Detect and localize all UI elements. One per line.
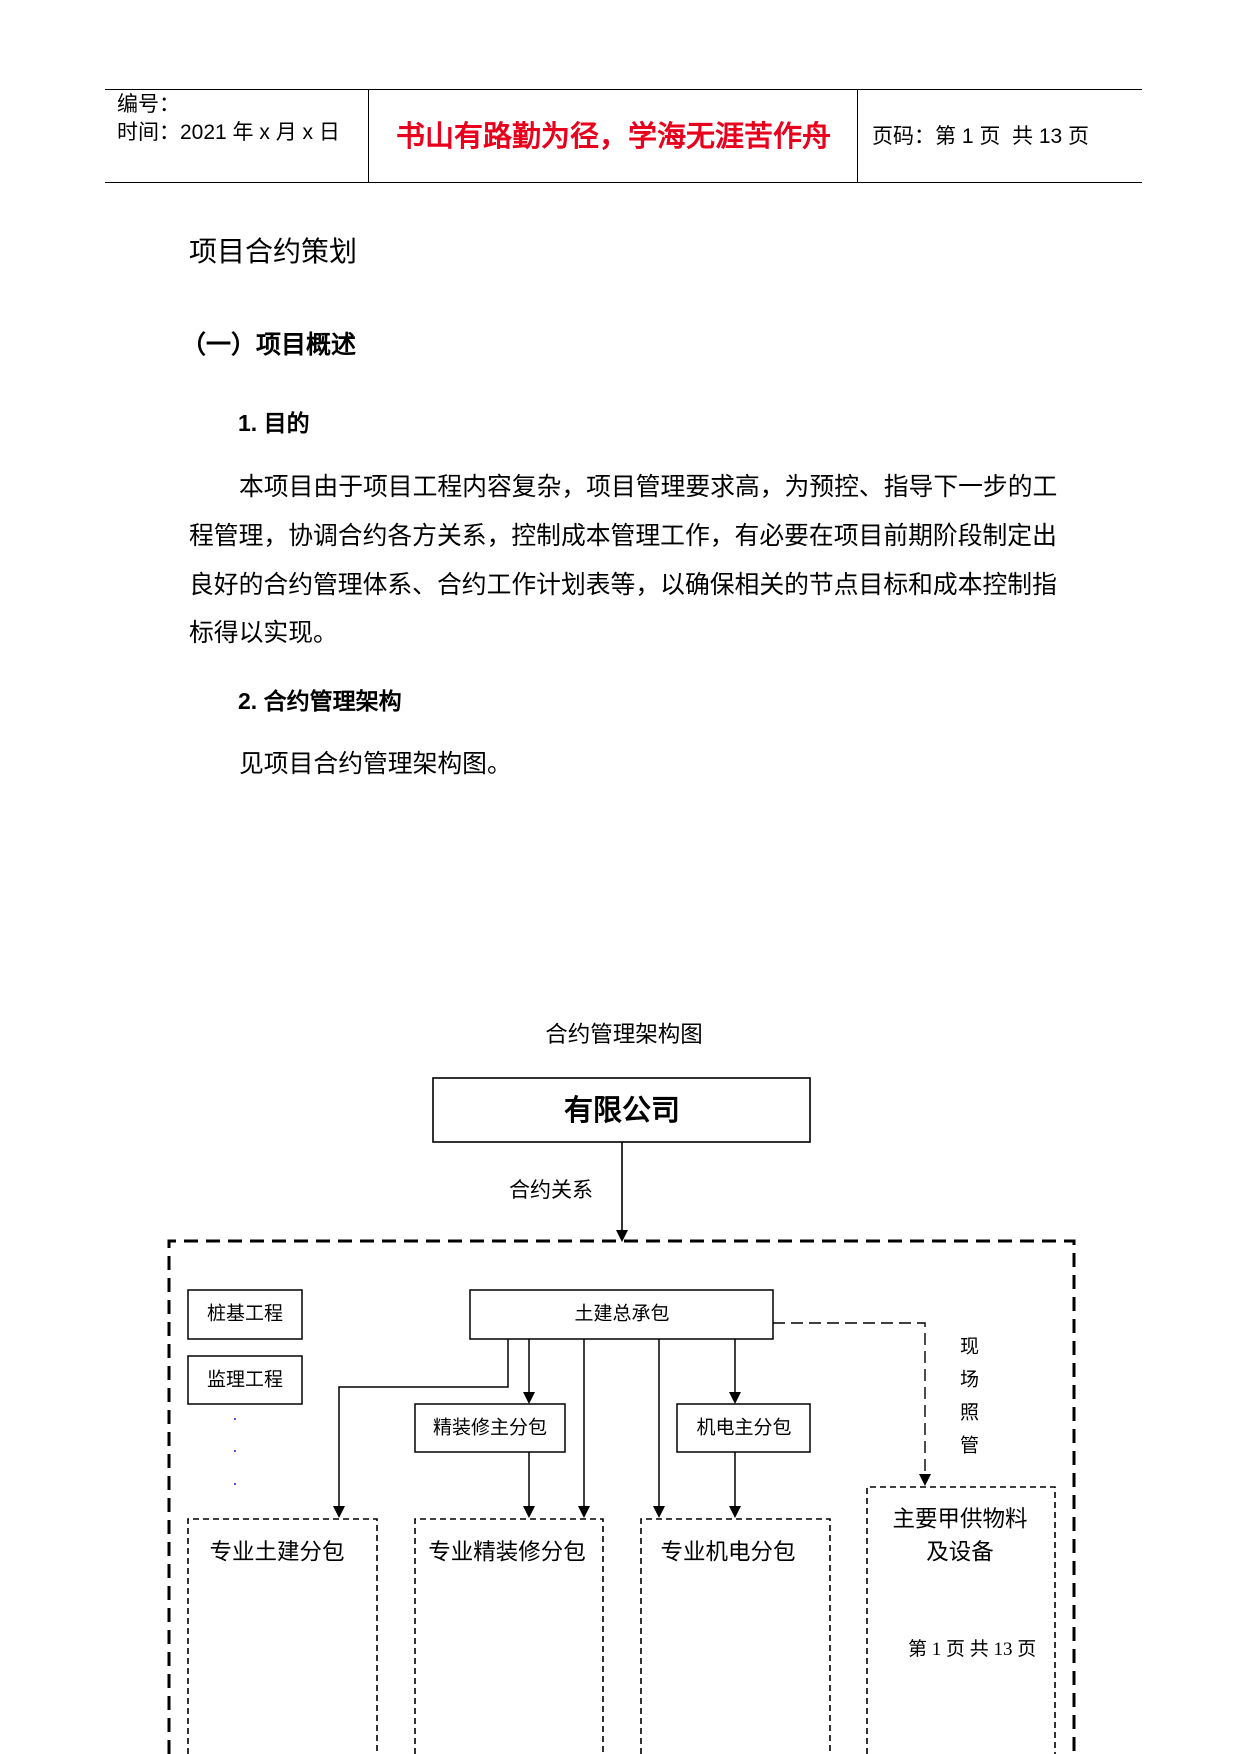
owner-supplied-label-line: 及设备 <box>926 1540 994 1565</box>
serial-number-label: 编号： <box>117 93 180 116</box>
footer-page-number: 第 1 页 共 13 页 <box>908 1639 1037 1660</box>
owner-supplied-label-line: 主要甲供物料 <box>892 1507 1027 1532</box>
contract-relation-label: 合约关系 <box>509 1178 593 1202</box>
ellipsis-dot: . <box>233 1437 237 1456</box>
paragraph-line: 本项目由于项目工程内容复杂，项目管理要求高，为预控、指导下一步的工 <box>239 474 1058 501</box>
arrowhead <box>616 1230 628 1242</box>
item-1-heading: 1. 目的 <box>238 410 310 436</box>
arrowhead <box>919 1474 931 1486</box>
general-contractor-box <box>469 1289 774 1340</box>
mep-main-box <box>676 1403 811 1453</box>
decoration-subcontract-label: 专业精装修分包 <box>428 1540 586 1565</box>
mep-main-label: 机电主分包 <box>696 1417 791 1439</box>
owner-supplied-box <box>866 1486 1056 1754</box>
paragraph-line: 程管理，协调合约各方关系，控制成本管理工作，有必要在项目前期阶段制定出 <box>189 523 1057 550</box>
project-boundary-dashed <box>167 1239 1076 1754</box>
document-title: 项目合约策划 <box>189 236 358 267</box>
header-page-info: 页码：第 1 页 共 13 页 <box>872 125 1090 148</box>
arrowhead <box>333 1506 345 1518</box>
date-line: 时间：2021 年 x 月 x 日 <box>117 121 340 144</box>
motto-text: 书山有路勤为径，学海无涯苦作舟 <box>395 121 831 153</box>
ellipsis-dot: . <box>233 1470 237 1489</box>
diagram-title: 合约管理架构图 <box>545 1022 703 1047</box>
decoration-main-box <box>414 1403 566 1453</box>
header-bottom-rule <box>105 182 1142 183</box>
arrowhead <box>523 1506 535 1518</box>
arrowhead <box>523 1392 535 1404</box>
pile-foundation-label: 桩基工程 <box>207 1303 283 1325</box>
section-heading: （一）项目概述 <box>181 331 357 359</box>
general-contractor-label: 土建总承包 <box>574 1303 669 1325</box>
header-divider-right <box>857 90 858 183</box>
civil-subcontract-label: 专业土建分包 <box>209 1540 344 1565</box>
supervision-box <box>187 1355 303 1405</box>
header-divider-left <box>368 90 369 183</box>
ellipsis-dot: . <box>233 1405 237 1424</box>
mep-subcontract-label: 专业机电分包 <box>660 1540 795 1565</box>
item-2-heading: 2. 合约管理架构 <box>238 688 402 714</box>
connector-to-civil-subcontract <box>338 1339 509 1507</box>
header-top-rule <box>105 89 1142 90</box>
item-2-text: 见项目合约管理架构图。 <box>239 751 512 778</box>
paragraph-line: 标得以实现。 <box>189 620 338 647</box>
site-care-vertical-label: 现场照管 <box>957 1336 978 1468</box>
arrowhead <box>729 1392 741 1404</box>
company-label: 有限公司 <box>564 1094 680 1127</box>
site-care-dashed-connector <box>773 1322 926 1475</box>
mep-subcontract-box <box>640 1518 831 1754</box>
arrowhead <box>653 1506 665 1518</box>
arrowhead <box>578 1506 590 1518</box>
decoration-subcontract-box <box>414 1518 604 1754</box>
civil-subcontract-box <box>187 1518 378 1754</box>
arrowhead <box>729 1506 741 1518</box>
decoration-main-label: 精装修主分包 <box>433 1417 547 1439</box>
paragraph-line: 良好的合约管理体系、合约工作计划表等，以确保相关的节点目标和成本控制指 <box>189 572 1057 599</box>
pile-foundation-box <box>187 1289 303 1340</box>
supervision-label: 监理工程 <box>207 1369 283 1391</box>
